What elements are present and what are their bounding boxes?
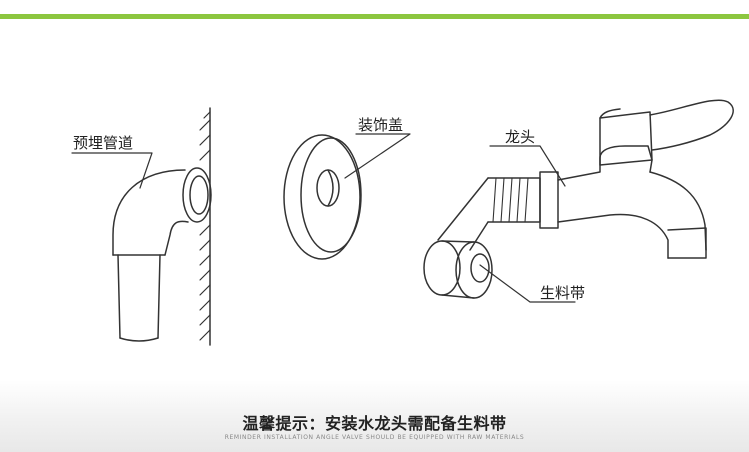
tip-subtitle: REMINDER INSTALLATION ANGLE VALVE SHOULD… — [224, 434, 525, 441]
tip-title: 温馨提示：安装水龙头需配备生料带 — [242, 414, 507, 433]
top-accent-bar — [0, 14, 749, 19]
decorative-cover — [283, 134, 362, 260]
wall — [199, 107, 211, 346]
teflon-tape — [423, 177, 493, 299]
leader-lines — [71, 133, 576, 303]
embedded-pipe — [112, 167, 212, 342]
installation-diagram — [71, 99, 734, 346]
embedded-pipe-label: 预埋管道 — [73, 134, 134, 152]
footer-panel: 温馨提示：安装水龙头需配备生料带 REMINDER INSTALLATION A… — [0, 380, 749, 452]
decorative-cover-label: 装饰盖 — [358, 116, 404, 134]
faucet-label: 龙头 — [505, 128, 536, 146]
teflon-tape-label: 生料带 — [540, 284, 586, 302]
faucet — [487, 99, 734, 259]
